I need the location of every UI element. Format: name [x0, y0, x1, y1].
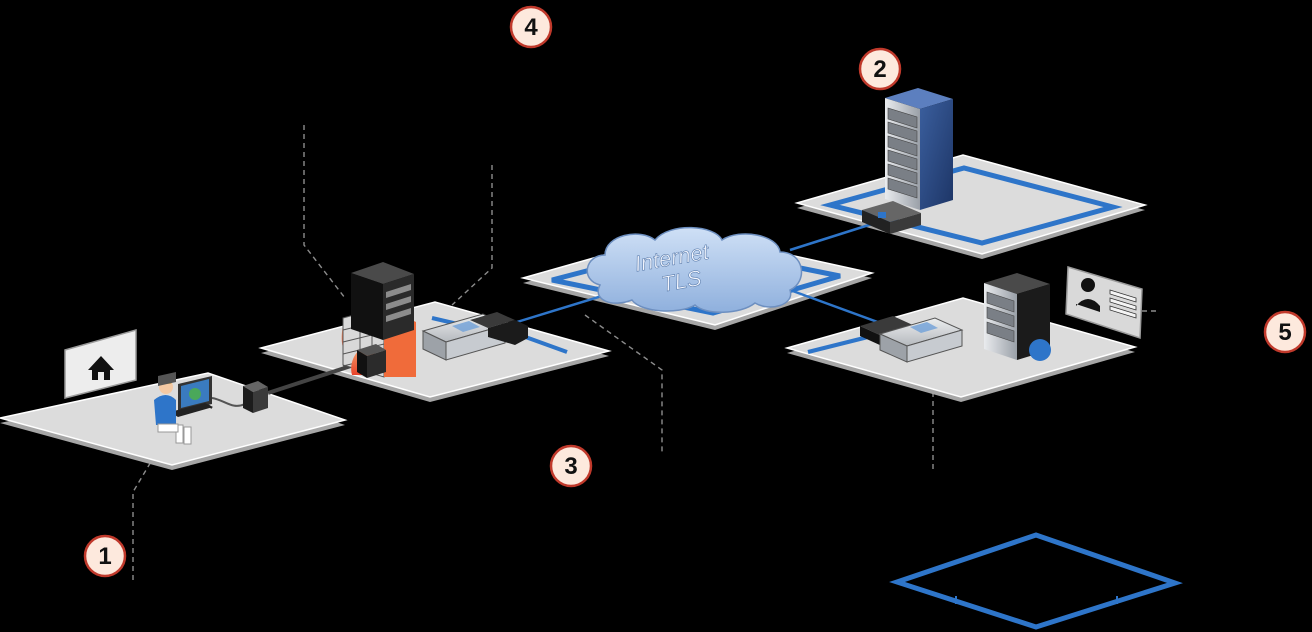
datacenter-switch-icon [862, 201, 921, 234]
home-icon [64, 329, 137, 399]
badge-2: 2 [858, 47, 902, 91]
datacenter-rack-icon [885, 88, 953, 210]
badge-1-label: 1 [98, 543, 111, 570]
leader-line-3 [584, 314, 663, 455]
network-switch-icon [421, 312, 528, 361]
leader-line-4a [303, 125, 346, 299]
user-at-computer-icon [154, 372, 213, 445]
modem-icon [243, 381, 268, 413]
server-rack-icon [351, 262, 414, 340]
badge-2-label: 2 [873, 56, 886, 83]
badge-1: 1 [83, 534, 127, 578]
empty-zone-outline [889, 532, 1183, 630]
leader-line-4b [451, 165, 493, 306]
gateway-box-icon [357, 344, 386, 378]
badge-4-label: 4 [524, 14, 538, 41]
person-card-icon [1065, 266, 1143, 340]
badge-5: 5 [1263, 310, 1307, 354]
badge-3-label: 3 [564, 453, 577, 480]
network-links [192, 222, 906, 409]
badge-5-label: 5 [1278, 319, 1291, 346]
globe-icon [1029, 339, 1051, 361]
leader-line-1 [132, 454, 156, 580]
badge-3: 3 [549, 444, 593, 488]
platform-datacenter [794, 154, 1148, 259]
badge-4: 4 [509, 5, 553, 49]
cloud-icon: Internet TLS [586, 226, 803, 313]
remote-switch-icon [860, 316, 964, 363]
dashed-leader-lines [132, 125, 1160, 580]
remote-server-rack-icon [984, 273, 1051, 361]
